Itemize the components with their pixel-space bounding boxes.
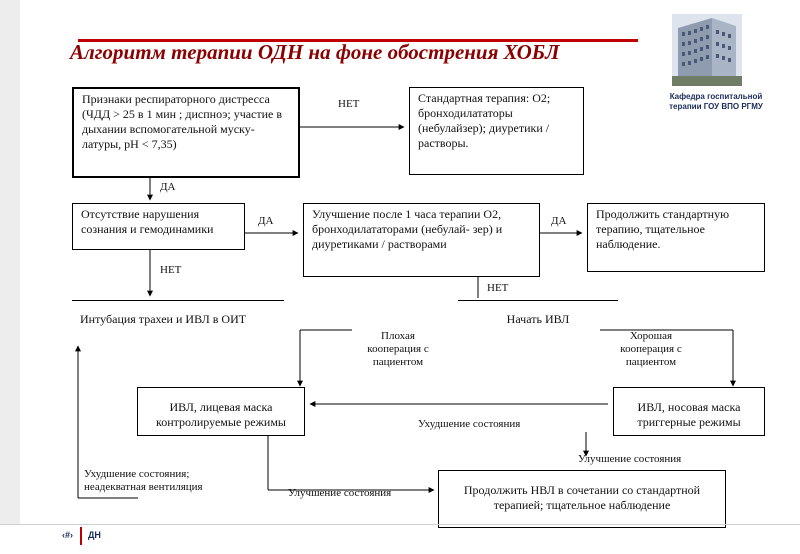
start-ivl-row: Начать ИВЛ [458, 300, 618, 330]
department-caption: Кафедра госпитальной терапии ГОУ ВПО РГМ… [669, 92, 763, 111]
footer-separator [80, 527, 82, 545]
ivl-nasal-mask-text: ИВЛ, носовая маска триггерные режимы [637, 400, 741, 429]
label-improvement-bottom: Улучшение состояния [288, 487, 392, 499]
standard-therapy-box: Стандартная терапия: О2; бронходилататор… [409, 87, 584, 175]
label-no-1: НЕТ [338, 98, 360, 110]
continue-ivl-text: Продолжить НВЛ в сочетании со стандартно… [463, 483, 701, 512]
label-poor-cooperation: Плохая кооперация с пациентом [367, 330, 429, 368]
ivl-nasal-mask-box: ИВЛ, носовая маска триггерные режимы [613, 387, 765, 436]
label-worsening-inadequate: Ухудшение состояния; неадекватная вентил… [84, 468, 203, 493]
standard-therapy-text: Стандартная терапия: О2; бронходилататор… [418, 91, 551, 150]
no-disorder-text: Отсутствие нарушения сознания и гемодина… [81, 207, 214, 236]
left-sidebar-strip [0, 0, 20, 524]
continue-standard-text: Продолжить стандартную терапию, тщательн… [596, 207, 730, 251]
continue-ivl-box: Продолжить НВЛ в сочетании со стандартно… [438, 470, 726, 528]
improvement-after-hour-box: Улучшение после 1 часа терапии О2, бронх… [303, 203, 540, 277]
footer-text: ДН [88, 530, 101, 540]
label-yes-3: ДА [551, 215, 567, 227]
label-yes-2: ДА [258, 215, 274, 227]
label-improvement-right: Улучшение состояния [578, 453, 682, 465]
ivl-face-mask-box: ИВЛ, лицевая маска контролируемые режимы [137, 387, 305, 436]
university-building-logo [672, 14, 742, 86]
title-underline [78, 39, 638, 42]
label-good-cooperation: Хорошая кооперация с пациентом [620, 330, 682, 368]
distress-signs-text: Признаки респираторного дистресса (ЧДД >… [82, 92, 283, 151]
slide-title: Алгоритм терапии ОДН на фоне обострения … [70, 40, 560, 64]
label-yes-1: ДА [160, 181, 176, 193]
start-ivl-text: Начать ИВЛ [506, 312, 570, 326]
label-worsening: Ухудшение состояния [418, 418, 521, 430]
label-no-2: НЕТ [160, 264, 182, 276]
label-no-3: НЕТ [487, 282, 509, 294]
ivl-face-mask-text: ИВЛ, лицевая маска контролируемые режимы [156, 400, 286, 429]
footer-divider [0, 524, 800, 525]
continue-standard-box: Продолжить стандартную терапию, тщательн… [587, 203, 765, 272]
no-disorder-box: Отсутствие нарушения сознания и гемодина… [72, 203, 245, 250]
distress-signs-box: Признаки респираторного дистресса (ЧДД >… [72, 87, 300, 178]
intubation-row: Интубация трахеи и ИВЛ в ОИТ [72, 300, 284, 330]
intubation-text: Интубация трахеи и ИВЛ в ОИТ [80, 312, 247, 326]
page-number-marker: ‹#› [62, 530, 73, 540]
improvement-after-hour-text: Улучшение после 1 часа терапии О2, бронх… [312, 207, 503, 251]
